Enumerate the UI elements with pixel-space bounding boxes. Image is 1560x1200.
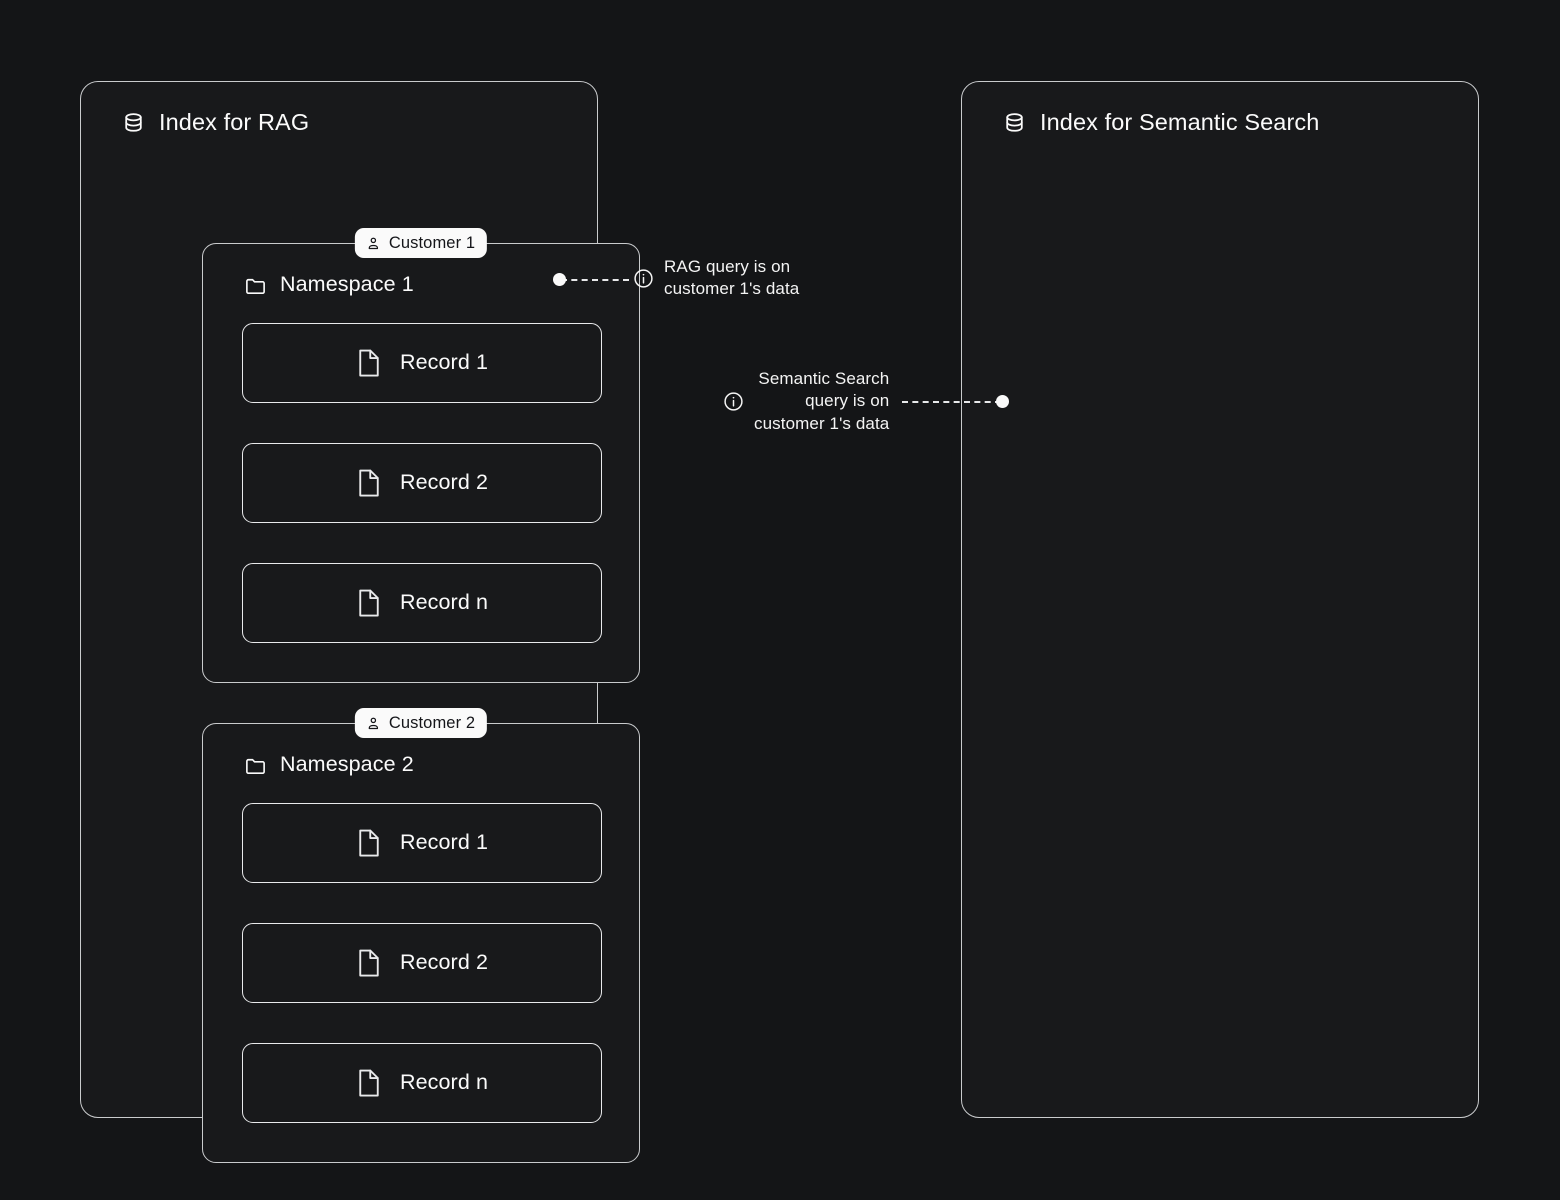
namespace-title: Namespace 1 <box>280 272 414 297</box>
namespace-header: Namespace 1 <box>244 270 414 300</box>
customer-badge-label: Customer 2 <box>388 713 476 732</box>
document-icon <box>356 468 382 498</box>
folder-icon <box>244 274 267 297</box>
annotation-text: RAG query is on customer 1's data <box>664 257 800 299</box>
record-card[interactable]: Record 2 <box>242 443 602 523</box>
connector-dot-rag <box>553 273 566 286</box>
record-label: Record 2 <box>399 950 489 975</box>
record-card[interactable]: Record 2 <box>242 923 602 1003</box>
namespace-box: Customer 2 Namespace 2 Record 1 <box>202 708 640 1163</box>
record-card[interactable]: Record n <box>242 563 602 643</box>
document-icon <box>356 348 382 378</box>
customer-badge: Customer 1 <box>354 228 488 258</box>
record-label: Record n <box>399 1070 489 1095</box>
record-label: Record 1 <box>399 830 489 855</box>
index-panel-semantic-search: Index for Semantic Search Customer 1 <box>961 81 1479 1118</box>
document-icon <box>356 948 382 978</box>
record-card[interactable]: Record 1 <box>242 803 602 883</box>
user-icon <box>366 716 381 731</box>
document-icon <box>356 828 382 858</box>
database-icon <box>1002 111 1027 136</box>
namespace-header: Namespace 2 <box>244 750 414 780</box>
connector-line-rag <box>561 279 629 281</box>
connector-dot-semantic-search <box>996 395 1009 408</box>
document-icon <box>356 1068 382 1098</box>
record-label: Record n <box>399 590 489 615</box>
index-title: Index for Semantic Search <box>1040 109 1320 136</box>
namespace-box: Customer 1 Namespace 1 Record 1 <box>202 228 640 683</box>
info-icon <box>633 268 654 289</box>
folder-icon <box>244 754 267 777</box>
annotation-text: Semantic Search query is on customer 1's… <box>754 369 890 433</box>
annotation-rag-query: RAG query is on customer 1's data <box>633 256 799 301</box>
connector-line-semantic-search <box>902 401 1001 403</box>
customer-badge: Customer 2 <box>354 708 488 738</box>
annotation-semantic-search-query: Semantic Search query is on customer 1's… <box>723 368 889 435</box>
index-panel-rag: Index for RAG Customer 1 Na <box>80 81 640 1163</box>
record-card[interactable]: Record 1 <box>242 323 602 403</box>
customer-badge-label: Customer 1 <box>388 233 476 252</box>
index-header-rag: Index for RAG <box>121 106 309 140</box>
index-title: Index for RAG <box>159 109 310 136</box>
record-label: Record 2 <box>399 470 489 495</box>
record-card[interactable]: Record n <box>242 1043 602 1123</box>
namespace-title: Namespace 2 <box>280 752 414 777</box>
info-icon <box>723 391 744 412</box>
index-header-semantic-search: Index for Semantic Search <box>1002 106 1319 140</box>
database-icon <box>121 111 146 136</box>
document-icon <box>356 588 382 618</box>
record-label: Record 1 <box>399 350 489 375</box>
user-icon <box>366 236 381 251</box>
